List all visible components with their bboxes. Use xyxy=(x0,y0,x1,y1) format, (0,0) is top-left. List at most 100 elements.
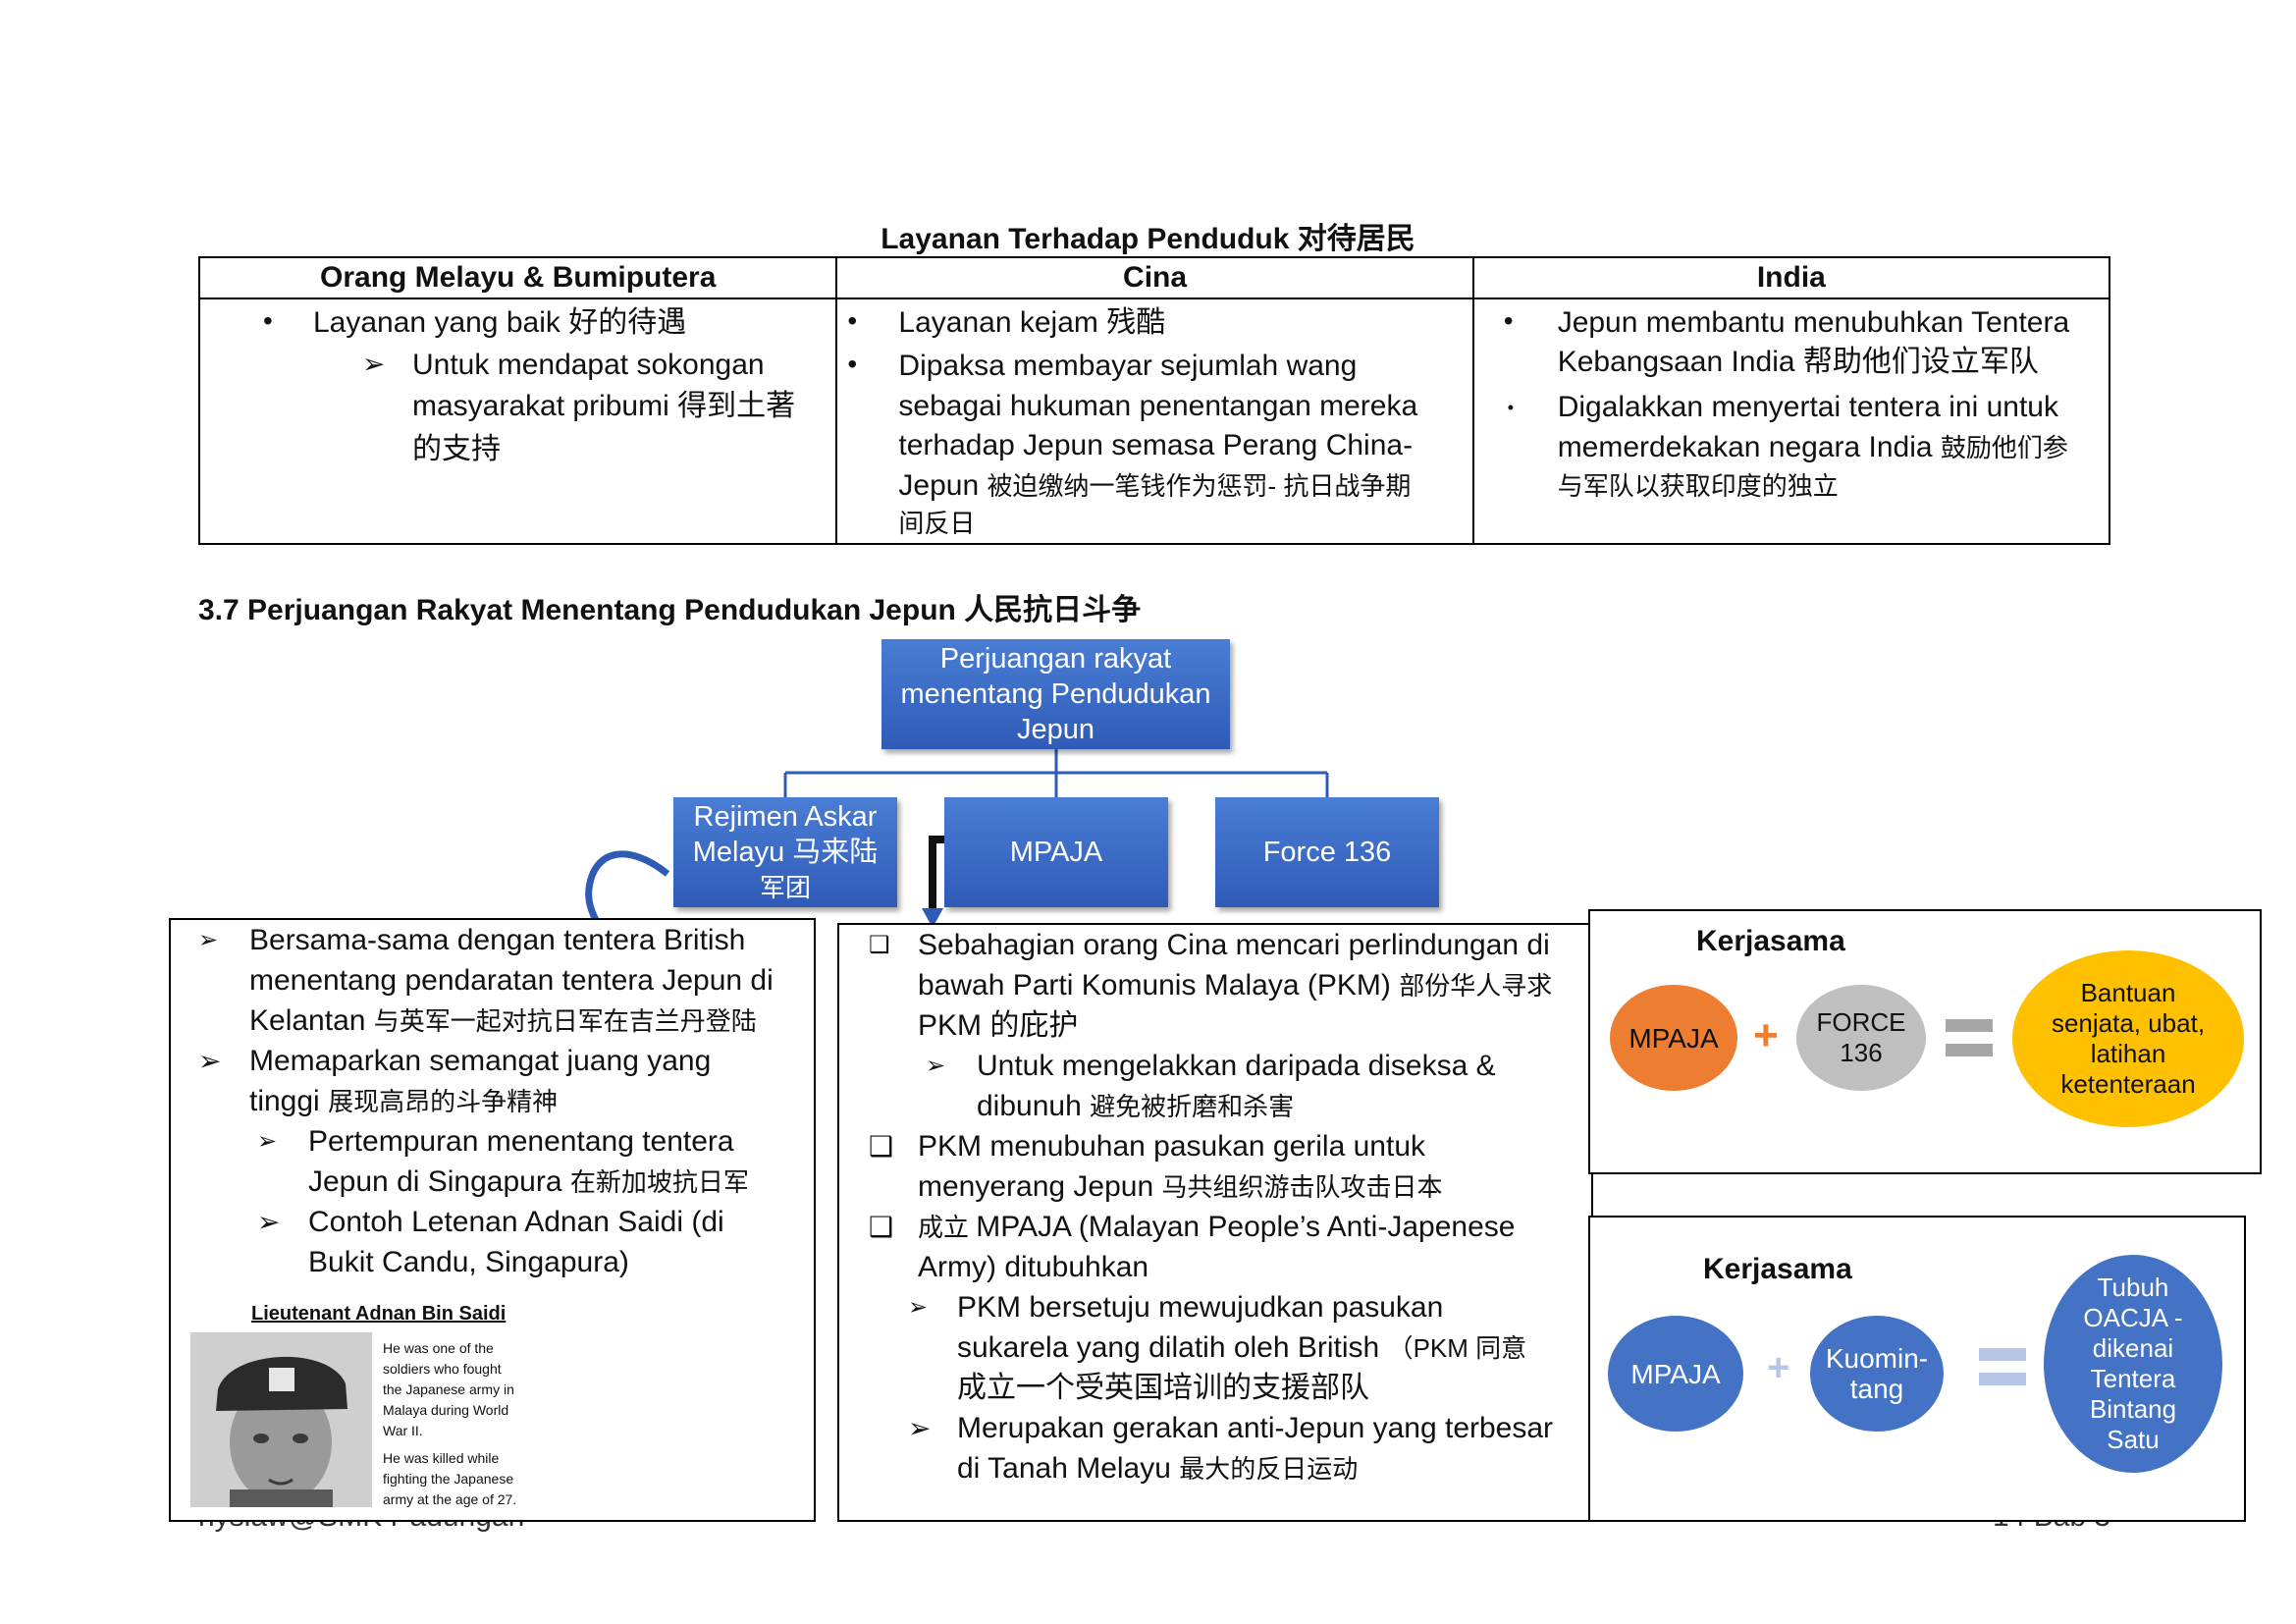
section-title: 3.7 Perjuangan Rakyat Menentang Penduduk… xyxy=(198,594,1142,626)
oacja-line2: OACJA - xyxy=(2083,1303,2183,1332)
header-china: Cina xyxy=(835,256,1474,299)
root-line1: Perjuangan rakyat xyxy=(939,643,1172,675)
oacja-line5: Bintang xyxy=(2089,1394,2177,1424)
india-point-1-line2: Kebangsaan India 帮助他们设立军队 xyxy=(1557,346,2039,378)
table-title: Layanan Terhadap Penduduk 对待居民 xyxy=(881,223,1415,255)
mpaja-line11-cjk: （PKM 同意 xyxy=(1387,1333,1527,1363)
mpaja-line2-malay: bawah Parti Komunis Malaya (PKM) xyxy=(918,969,1400,1001)
soldier-portrait-image xyxy=(190,1332,372,1507)
bantuan-line3: latihan xyxy=(2090,1039,2166,1068)
rejimen-line2: Melayu 马来陆 xyxy=(692,837,879,868)
rejimen-text-line8: Contoh Letenan Adnan Saidi (di xyxy=(308,1206,724,1238)
rejimen-text-line3: Kelantan 与英军一起对抗日军在吉兰丹登陆 xyxy=(249,1001,757,1042)
curved-arrow-icon xyxy=(585,850,670,931)
circle-bantuan: Bantuan senjata, ubat, latihan ketentera… xyxy=(2012,950,2244,1127)
bullet-icon: • xyxy=(847,305,858,336)
photo-note-1-line: He was one of the xyxy=(383,1340,494,1356)
india-line2-malay: memerdekakan negara India xyxy=(1557,431,1941,463)
root-line2: menentang Pendudukan xyxy=(900,678,1211,710)
arrow-bullet-icon: ➢ xyxy=(198,1046,222,1076)
kuomintang-line1: Kuomin- xyxy=(1825,1343,1929,1374)
china-point-1: Layanan kejam 残酷 xyxy=(898,306,1166,339)
treatment-table: Orang Melayu & Bumiputera Cina India • L… xyxy=(197,256,2111,545)
mpaja-text-line3: PKM 的庇护 xyxy=(918,1009,1079,1042)
panel-rejimen: ➢ Bersama-sama dengan tentera British me… xyxy=(169,918,816,1522)
rejimen-text-line6: Pertempuran menentang tentera xyxy=(308,1125,734,1158)
line7-cjk: 在新加坡抗日军 xyxy=(569,1167,749,1197)
oacja-line4: Tentera xyxy=(2090,1364,2176,1393)
mpaja-text-line14: di Tanah Melayu 最大的反日运动 xyxy=(957,1448,1358,1489)
circle-kuomintang: Kuomin-tang xyxy=(1810,1316,1944,1432)
photo-note-1-line: Malaya during World xyxy=(383,1402,509,1418)
node-force-136: Force 136 xyxy=(1215,797,1439,907)
mpaja-line2-cjk: 部份华人寻求 xyxy=(1399,971,1553,1001)
force-line1: FORCE xyxy=(1816,1007,1906,1037)
arrow-bullet-icon: ➢ xyxy=(257,1128,278,1155)
mpaja-text-line8: 成立 MPAJA (Malayan People’s Anti-Japenese xyxy=(918,1207,1515,1248)
arrow-bullet-icon: ➢ xyxy=(257,1207,281,1237)
node-rejimen-askar-melayu: Rejimen Askar Melayu 马来陆 军团 xyxy=(673,797,897,907)
checkbox-bullet-icon: ❑ xyxy=(869,1131,894,1162)
mpaja-text-line1: Sebahagian orang Cina mencari perlindung… xyxy=(918,929,1550,961)
cell-india: • Jepun membantu menubuhkan Tentera Keba… xyxy=(1471,298,2111,545)
photo-note-2-line: army at the age of 27. xyxy=(383,1491,517,1507)
arrow-bullet-icon: ➢ xyxy=(362,349,386,379)
cell-malay: • Layanan yang baik 好的待遇 ➢ Untuk mendapa… xyxy=(197,298,838,545)
hierarchy-root-node: Perjuangan rakyat menentang Pendudukan J… xyxy=(881,639,1230,749)
table-header-row: Orang Melayu & Bumiputera Cina India xyxy=(197,256,2111,299)
rejimen-text-line2: menentang pendaratan tentera Jepun di xyxy=(249,964,774,997)
bantuan-line4: ketenteraan xyxy=(2060,1069,2196,1099)
mpaja-text-line11: sukarela yang dilatih oleh British （PKM … xyxy=(957,1327,1526,1369)
mpaja-line14-malay: di Tanah Melayu xyxy=(957,1452,1180,1485)
photo-note-1: He was one of the soldiers who fought th… xyxy=(383,1338,514,1441)
oacja-line3: dikenai xyxy=(2092,1333,2174,1363)
photo-note-2-line: He was killed while xyxy=(383,1450,500,1466)
china-point-2-line5: 间反日 xyxy=(898,509,976,538)
line5-cjk: 展现高昂的斗争精神 xyxy=(328,1087,559,1116)
rejimen-line1: Rejimen Askar xyxy=(693,801,878,833)
photo-note-1-line: soldiers who fought xyxy=(383,1361,502,1377)
circle-mpaja-2: MPAJA xyxy=(1608,1316,1743,1432)
circle-oacja: Tubuh OACJA - dikenai Tentera Bintang Sa… xyxy=(2044,1255,2222,1473)
adnan-photo-card: Lieutenant Adnan Bin Saidi He was one of… xyxy=(190,1301,571,1507)
mpaja-text-line12: 成立一个受英国培训的支援部队 xyxy=(957,1372,1369,1404)
equals-icon-bar xyxy=(1979,1373,2026,1385)
mpaja-line14-cjk: 最大的反日运动 xyxy=(1179,1454,1359,1484)
china-line4-malay: Jepun xyxy=(898,469,988,502)
mpaja-line5-malay: dibunuh xyxy=(977,1090,1091,1122)
mpaja-text-line7: menyerang Jepun 马共组织游击队攻击日本 xyxy=(918,1166,1443,1208)
arrow-bullet-icon: ➢ xyxy=(198,927,219,953)
arrow-bullet-icon: ➢ xyxy=(908,1294,929,1321)
photo-note-2: He was killed while fighting the Japanes… xyxy=(383,1448,516,1510)
header-india: India xyxy=(1471,256,2111,299)
circle-mpaja: MPAJA xyxy=(1610,985,1737,1091)
bantuan-line1: Bantuan xyxy=(2080,978,2176,1007)
india-point-2-line3: 与军队以获取印度的独立 xyxy=(1557,471,1839,501)
mpaja-line8-cjk: 成立 xyxy=(918,1213,977,1242)
mpaja-text-line5: dibunuh 避免被折磨和杀害 xyxy=(977,1086,1294,1127)
china-line4-cjk: 被迫缴纳一笔钱作为惩罚- 抗日战争期 xyxy=(987,471,1412,501)
panel-mpaja: ❑ Sebahagian orang Cina mencari perlindu… xyxy=(837,923,1593,1522)
india-point-2-line2: memerdekakan negara India 鼓励他们参 xyxy=(1558,428,2068,467)
plus-icon: + xyxy=(1767,1346,1790,1389)
malay-sub-1-line2: masyarakat pribumi 得到土著 xyxy=(412,390,796,422)
photo-note-1-line: War II. xyxy=(383,1423,423,1438)
bullet-icon: • xyxy=(847,349,858,379)
india-line2-cjk: 鼓励他们参 xyxy=(1940,433,2068,462)
force-line2: 136 xyxy=(1840,1038,1883,1067)
china-point-2-line3: terhadap Jepun semasa Perang China- xyxy=(898,429,1414,461)
malay-point-1: Layanan yang baik 好的待遇 xyxy=(313,306,687,339)
photo-note-1-line: the Japanese army in xyxy=(383,1381,514,1397)
oacja-line1: Tubuh xyxy=(2097,1272,2169,1302)
kuomintang-line2: tang xyxy=(1849,1374,1904,1404)
root-line3: Jepun xyxy=(1016,714,1095,745)
equals-icon-bar xyxy=(1946,1044,1993,1056)
oacja-line6: Satu xyxy=(2107,1425,2160,1454)
mpaja-text-line10: PKM bersetuju mewujudkan pasukan xyxy=(957,1291,1444,1324)
photo-caption: Lieutenant Adnan Bin Saidi xyxy=(251,1303,507,1325)
bullet-icon: • xyxy=(1503,305,1514,336)
mpaja-line7-malay: menyerang Jepun xyxy=(918,1170,1162,1203)
arrow-bullet-icon: ➢ xyxy=(908,1413,932,1443)
